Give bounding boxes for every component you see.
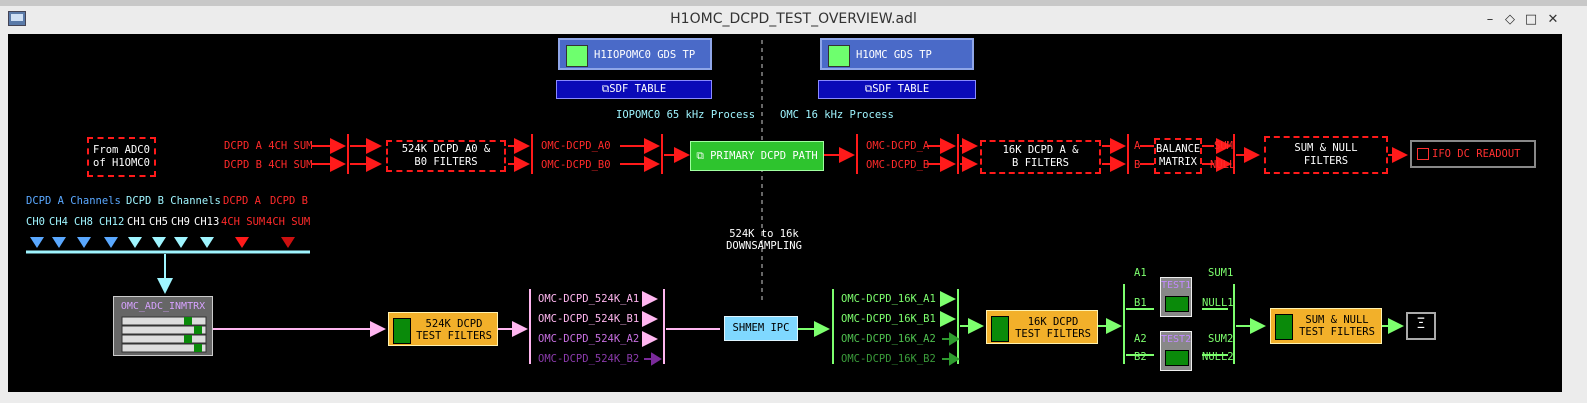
matrix-grid-icon [121,316,207,353]
background-window-strip [0,0,1587,6]
channel-label[interactable]: 4CH SUM [266,216,311,228]
iop-gds-tp-button[interactable]: H1IOPOMC0 GDS TP [558,38,712,70]
ch-524k-a2-label: OMC-DCPD_524K_A2 [538,333,640,345]
filter-bank-icon [991,316,1009,342]
balance-b-label: B [1134,159,1141,171]
ch-16k-a2-label: OMC-DCPD_16K_A2 [841,333,936,345]
dcpd-b-input-label: DCPD B 4CH SUM [224,159,313,171]
channel-label[interactable]: CH9 [171,216,190,228]
filters-524k-test-button[interactable]: 524K DCPD TEST FILTERS [388,312,498,346]
window-icon: ⧉ [696,150,711,162]
matrix-icon [1165,296,1189,312]
omc-adc-inmtrx-button[interactable]: OMC_ADC_INMTRX [113,296,213,356]
b2-label: B2 [1134,351,1147,363]
filter-bank-icon [393,318,411,344]
b1-label: B1 [1134,297,1147,309]
a1-label: A1 [1134,267,1147,279]
wiring-diagram [26,40,1408,366]
window-icon: ⧉ [601,83,610,95]
ch-16k-a1-label: OMC-DCPD_16K_A1 [841,293,936,305]
ifo-dc-readout-button[interactable]: IFO DC READOUT [1410,140,1536,168]
omc-process-label: OMC 16 kHz Process [780,109,894,121]
channel-label[interactable]: CH5 [149,216,168,228]
filters-16k-test-button[interactable]: 16K DCPD TEST FILTERS [986,310,1098,344]
title-bar[interactable]: H1OMC_DCPD_TEST_OVERVIEW.adl – ◇ □ ✕ [0,6,1587,35]
downsampling-label: 524K to 16k DOWNSAMPLING [726,228,802,252]
test2-matrix-button[interactable]: TEST2 [1160,331,1192,371]
null-label: NULL [1210,159,1236,171]
shmem-ipc-button[interactable]: SHMEM IPC [724,316,798,341]
dcpd-b-channels-title: DCPD B Channels [126,195,221,207]
balance-matrix-box[interactable]: BALANCE MATRIX [1154,138,1202,174]
app-icon [8,11,26,26]
medm-canvas: H1IOPOMC0 GDS TP H1OMC GDS TP ⧉SDF TABLE… [8,34,1562,392]
channel-label[interactable]: CH1 [127,216,146,228]
test1-matrix-button[interactable]: TEST1 [1160,277,1192,317]
gds-tp-icon [828,45,850,67]
omc-gds-tp-button[interactable]: H1OMC GDS TP [820,38,974,70]
close-icon[interactable]: ✕ [1547,12,1559,27]
balance-a-label: A [1134,140,1141,152]
a2-label: A2 [1134,333,1147,345]
omc-dcpd-a-label: OMC-DCPD_A [866,140,930,152]
ch-524k-a1-label: OMC-DCPD_524K_A1 [538,293,640,305]
matrix-icon [1165,350,1189,366]
ch-524k-b1-label: OMC-DCPD_524K_B1 [538,313,640,325]
window-left-border [0,34,8,403]
filters-16k-box[interactable]: 16K DCPD A & B FILTERS [980,140,1101,174]
sum-null-filters-box[interactable]: SUM & NULL FILTERS [1264,136,1388,174]
null2-label: NULL2 [1202,351,1234,363]
iop-sdf-table-button[interactable]: ⧉SDF TABLE [556,80,712,99]
end-block-icon[interactable]: Ξ [1406,312,1436,340]
ch-16k-b2-label: OMC-DCPD_16K_B2 [841,353,936,365]
channel-label[interactable]: CH4 [49,216,68,228]
iop-process-label: IOPOMC0 65 kHz Process [616,109,756,121]
gds-tp-icon [566,45,588,67]
minimize-icon[interactable]: – [1486,12,1494,27]
sum1-label: SUM1 [1208,267,1234,279]
window-icon: ⧉ [864,83,873,95]
ch-16k-b1-label: OMC-DCPD_16K_B1 [841,313,936,325]
ch-524k-b2-label: OMC-DCPD_524K_B2 [538,353,640,365]
omc-sdf-table-button[interactable]: ⧉SDF TABLE [818,80,976,99]
sum-label: SUM [1214,140,1233,152]
channel-label[interactable]: 4CH SUM [221,216,266,228]
restore-icon[interactable]: ◇ [1505,12,1515,27]
window-bottom-border [0,392,1587,403]
channel-triangles [30,237,295,248]
dcpd-a-input-label: DCPD A 4CH SUM [224,140,313,152]
dcpd-a-channels-title: DCPD A Channels [26,195,121,207]
channel-label[interactable]: CH0 [26,216,45,228]
filter-bank-icon [1275,314,1293,340]
sum2-label: SUM2 [1208,333,1234,345]
maximize-icon[interactable]: □ [1524,12,1538,27]
primary-dcpd-path-button[interactable]: ⧉ PRIMARY DCPD PATH [690,141,824,171]
filters-524k-box[interactable]: 524K DCPD A0 & B0 FILTERS [386,140,506,172]
dcpd-a-sum-title: DCPD A [223,195,261,207]
omc-dcpd-a0-label: OMC-DCPD_A0 [541,140,611,152]
channel-label[interactable]: CH13 [194,216,220,228]
window-right-border [1562,34,1587,403]
window-title: H1OMC_DCPD_TEST_OVERVIEW.adl [670,11,917,27]
omc-dcpd-b-label: OMC-DCPD_B [866,159,930,171]
dcpd-b-sum-title: DCPD B [270,195,308,207]
omc-dcpd-b0-label: OMC-DCPD_B0 [541,159,611,171]
channel-label[interactable]: CH12 [99,216,125,228]
sum-null-test-filters-button[interactable]: SUM & NULL TEST FILTERS [1270,308,1382,344]
channel-label[interactable]: CH8 [74,216,93,228]
from-adc-box: From ADC0 of H1OMC0 [87,137,156,177]
null1-label: NULL1 [1202,297,1234,309]
